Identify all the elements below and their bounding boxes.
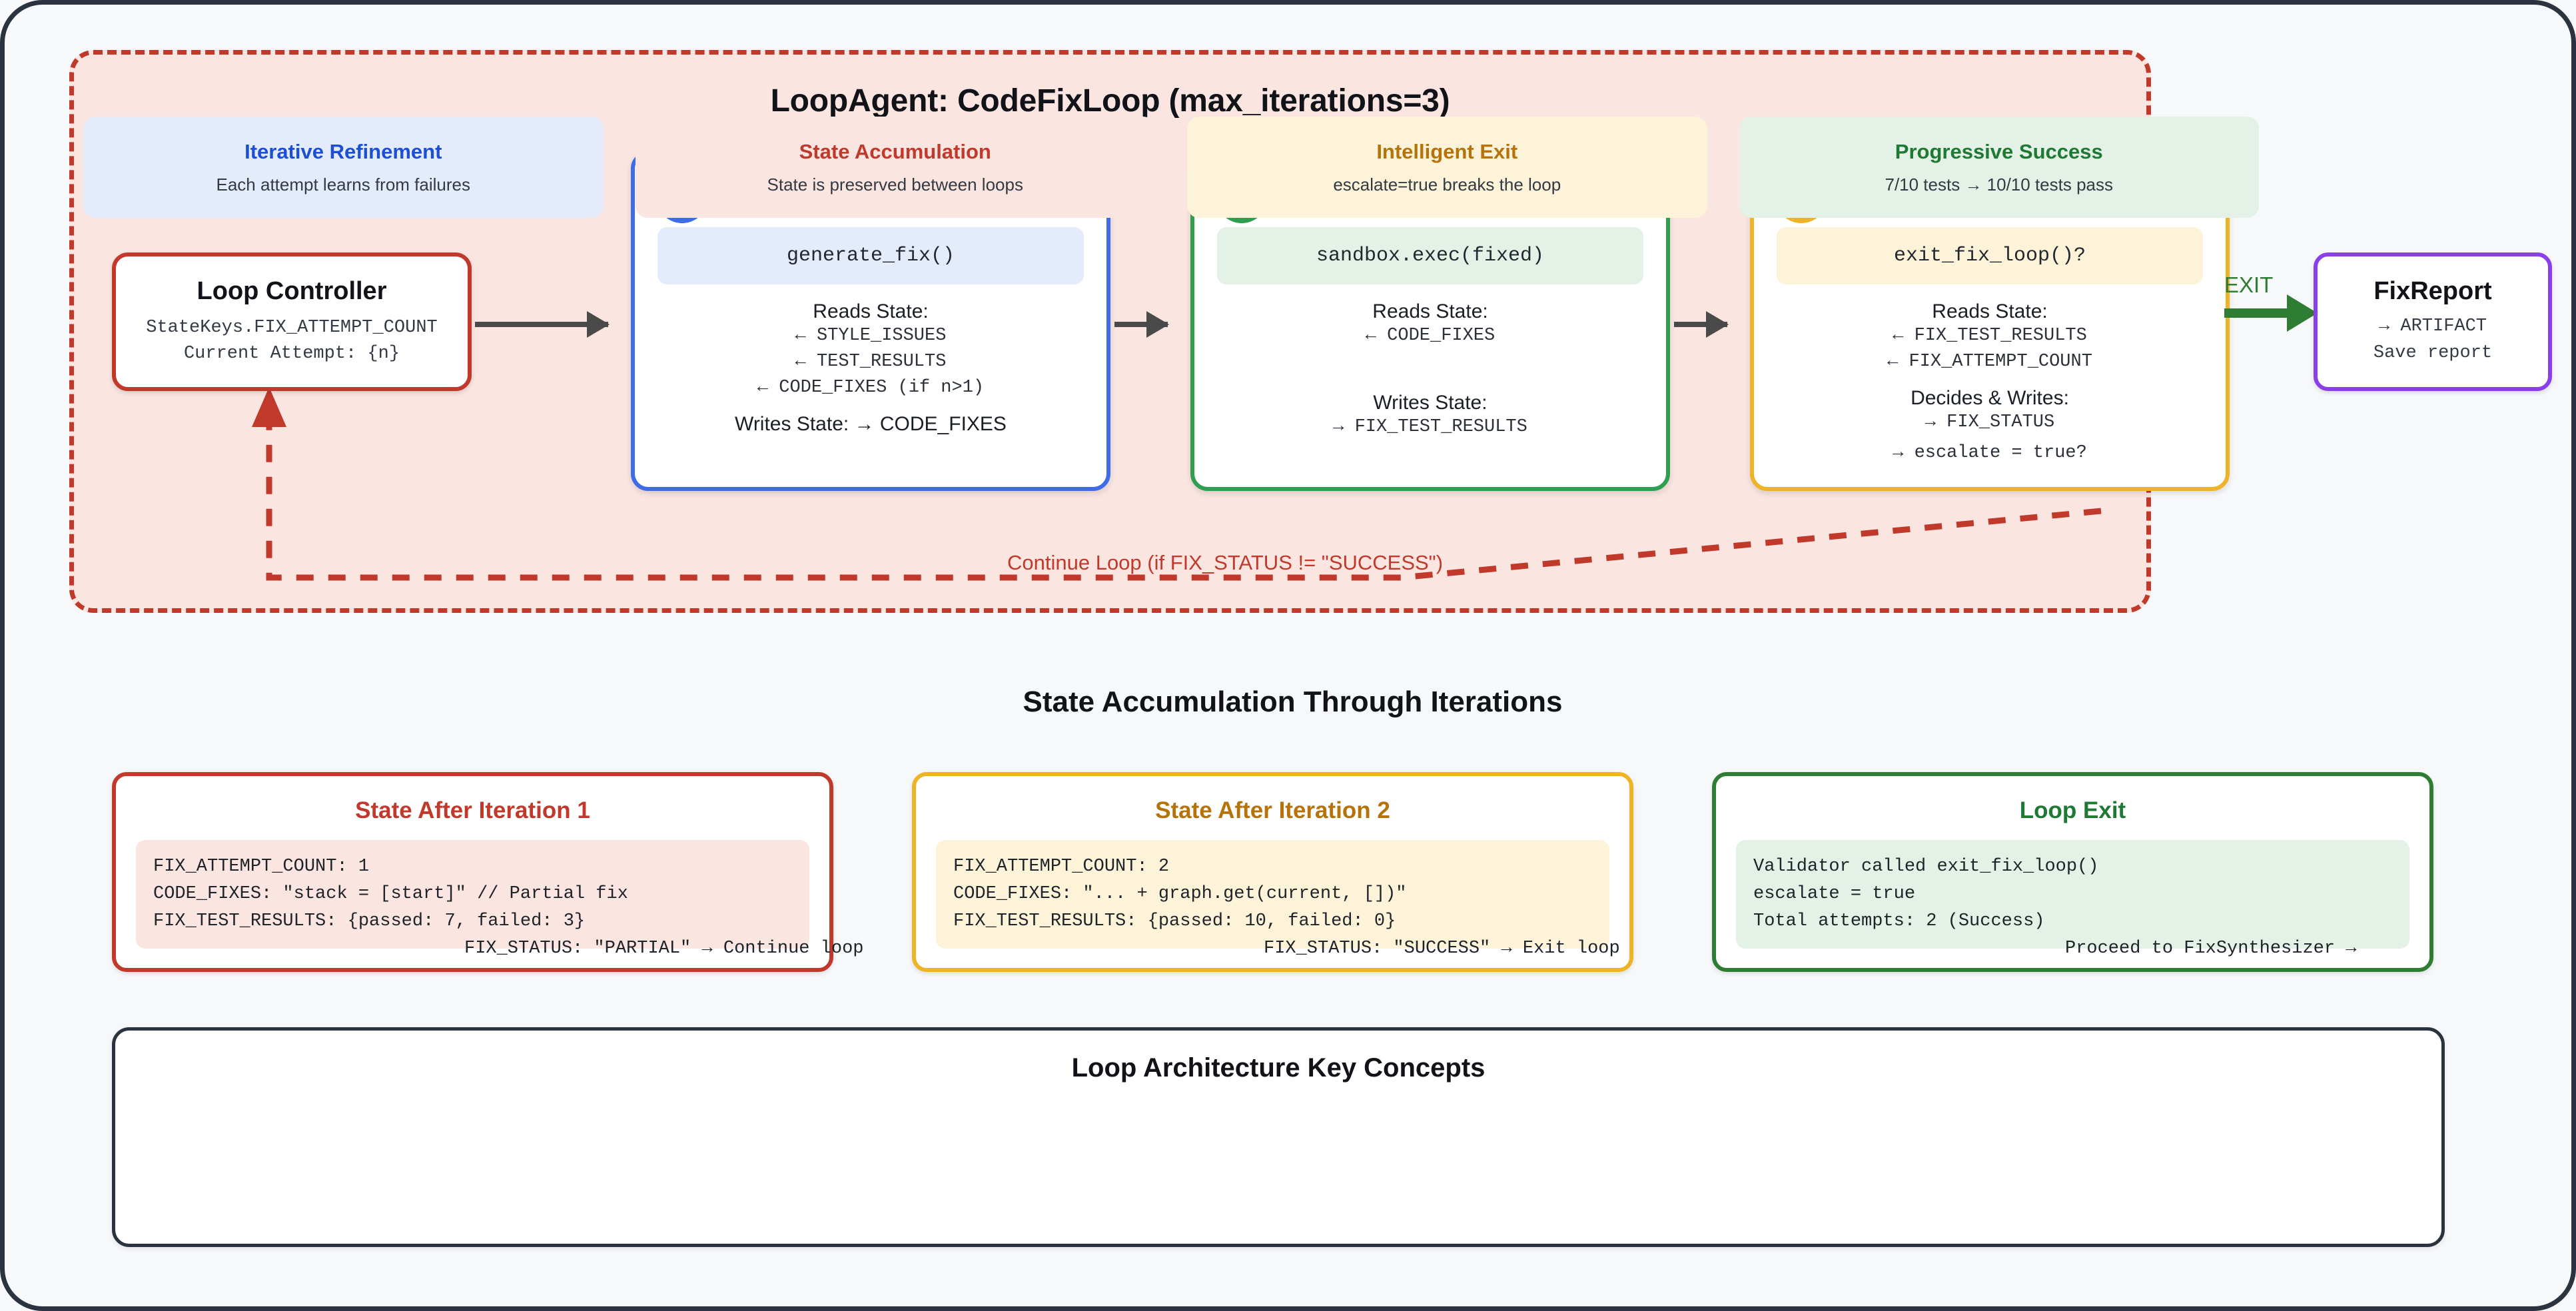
reads-state-item: ← FIX_ATTEMPT_COUNT — [1887, 351, 2092, 372]
state-card-title: Loop Exit — [2019, 797, 2126, 823]
concept-name: Progressive Success — [1895, 139, 2103, 163]
reads-state-label: Reads State: — [813, 300, 929, 322]
connector-testrunner-to-validator — [1674, 311, 1729, 338]
exit-arrow-icon — [2224, 294, 2318, 332]
fixreport-title: FixReport — [2373, 277, 2492, 306]
concept-desc: Each attempt learns from failures — [216, 174, 471, 195]
exit-label: EXIT — [2224, 272, 2274, 297]
reads-state-label: Reads State: — [1372, 300, 1488, 322]
reads-state-item: ← CODE_FIXES (if n>1) — [757, 377, 985, 398]
loop-controller-attempt: Current Attempt: {n} — [183, 343, 400, 364]
state-card-iteration-1[interactable]: State After Iteration 1 FIX_ATTEMPT_COUN… — [112, 772, 833, 972]
state-card-body: Validator called exit_fix_loop() escalat… — [1736, 840, 2409, 949]
reads-state-label: Reads State: — [1932, 300, 2048, 322]
decides-writes-label: Decides & Writes: — [1911, 386, 2069, 409]
state-card-loop-exit[interactable]: Loop Exit Validator called exit_fix_loop… — [1712, 772, 2433, 972]
continue-loop-label: Continue Loop (if FIX_STATUS != "SUCCESS… — [1007, 551, 1444, 574]
loop-controller-card[interactable]: Loop Controller StateKeys.FIX_ATTEMPT_CO… — [112, 252, 472, 391]
agent-function-fixvalidator: exit_fix_loop()? — [1777, 227, 2203, 284]
fixreport-artifact: → ARTIFACT — [2378, 316, 2487, 337]
key-concepts-title: Loop Architecture Key Concepts — [1071, 1053, 1486, 1083]
state-line: CODE_FIXES: "stack = [start]" // Partial… — [153, 884, 628, 905]
writes-state-label: Writes State: — [1373, 391, 1488, 414]
state-line: FIX_TEST_RESULTS: {passed: 10, failed: 0… — [953, 911, 1396, 932]
state-line: FIX_TEST_RESULTS: {passed: 7, failed: 3} — [153, 911, 586, 932]
loop-controller-statekey: StateKeys.FIX_ATTEMPT_COUNT — [146, 318, 438, 338]
connector-codefixer-to-testrunner — [1114, 311, 1169, 338]
agent-function-fixtestrunner: sandbox.exec(fixed) — [1217, 227, 1643, 284]
state-card-footer-2: FIX_STATUS: "SUCCESS" → Exit loop — [1264, 939, 1620, 959]
concept-desc: 7/10 tests → 10/10 tests pass — [1885, 174, 2114, 195]
concept-card-iterative-refinement[interactable]: Iterative Refinement Each attempt learns… — [83, 117, 604, 218]
state-card-iteration-2[interactable]: State After Iteration 2 FIX_ATTEMPT_COUN… — [912, 772, 1633, 972]
loop-controller-title: Loop Controller — [197, 277, 387, 306]
state-line: FIX_ATTEMPT_COUNT: 1 — [153, 857, 370, 877]
reads-state-item: ← FIX_TEST_RESULTS — [1893, 326, 2087, 346]
agent-function-codefixer: generate_fix() — [657, 227, 1084, 284]
key-concepts-row: Iterative Refinement Each attempt learns… — [83, 117, 2259, 218]
key-concepts-panel: Loop Architecture Key Concepts — [112, 1027, 2445, 1247]
state-card-footer-1: FIX_STATUS: "PARTIAL" → Continue loop — [464, 939, 864, 959]
concept-name: Iterative Refinement — [244, 139, 442, 163]
writes-state-item: → FIX_STATUS — [1925, 412, 2055, 432]
state-line: escalate = true — [1753, 884, 1916, 905]
escalate-note: → escalate = true? — [1893, 443, 2087, 463]
state-card-title: State After Iteration 1 — [355, 797, 590, 823]
state-card-body: FIX_ATTEMPT_COUNT: 1 CODE_FIXES: "stack … — [136, 840, 809, 949]
concept-card-progressive-success[interactable]: Progressive Success 7/10 tests → 10/10 t… — [1739, 117, 2259, 218]
concept-card-state-accumulation[interactable]: State Accumulation State is preserved be… — [635, 117, 1155, 218]
spacer — [1194, 349, 1666, 376]
state-line: FIX_ATTEMPT_COUNT: 2 — [953, 857, 1170, 877]
connector-controller-to-codefixer — [475, 311, 610, 338]
state-line: Total attempts: 2 (Success) — [1753, 911, 2045, 932]
state-card-title: State After Iteration 2 — [1155, 797, 1390, 823]
exit-arrow-group: EXIT — [2224, 272, 2344, 332]
writes-state-label: Writes State: → CODE_FIXES — [735, 412, 1007, 435]
state-line: Validator called exit_fix_loop() — [1753, 857, 2099, 877]
fixreport-card[interactable]: FixReport → ARTIFACT Save report — [2314, 252, 2552, 391]
concept-name: State Accumulation — [799, 139, 991, 163]
concept-name: Intelligent Exit — [1376, 139, 1518, 163]
concept-desc: escalate=true breaks the loop — [1333, 174, 1561, 195]
state-card-body: FIX_ATTEMPT_COUNT: 2 CODE_FIXES: "... + … — [936, 840, 1609, 949]
reads-state-item: ← CODE_FIXES — [1365, 326, 1496, 346]
loop-agent-title: LoopAgent: CodeFixLoop (max_iterations=3… — [770, 83, 1450, 119]
state-card-footer-3: Proceed to FixSynthesizer → — [2065, 939, 2357, 959]
concept-desc: State is preserved between loops — [767, 174, 1023, 195]
reads-state-item: ← STYLE_ISSUES — [795, 326, 947, 346]
concept-card-intelligent-exit[interactable]: Intelligent Exit escalate=true breaks th… — [1187, 117, 1707, 218]
writes-state-item: → FIX_TEST_RESULTS — [1333, 416, 1527, 437]
state-line: CODE_FIXES: "... + graph.get(current, []… — [953, 884, 1407, 905]
fixreport-save: Save report — [2373, 342, 2493, 363]
reads-state-item: ← TEST_RESULTS — [795, 351, 947, 372]
state-section-heading: State Accumulation Through Iterations — [1023, 685, 1563, 718]
